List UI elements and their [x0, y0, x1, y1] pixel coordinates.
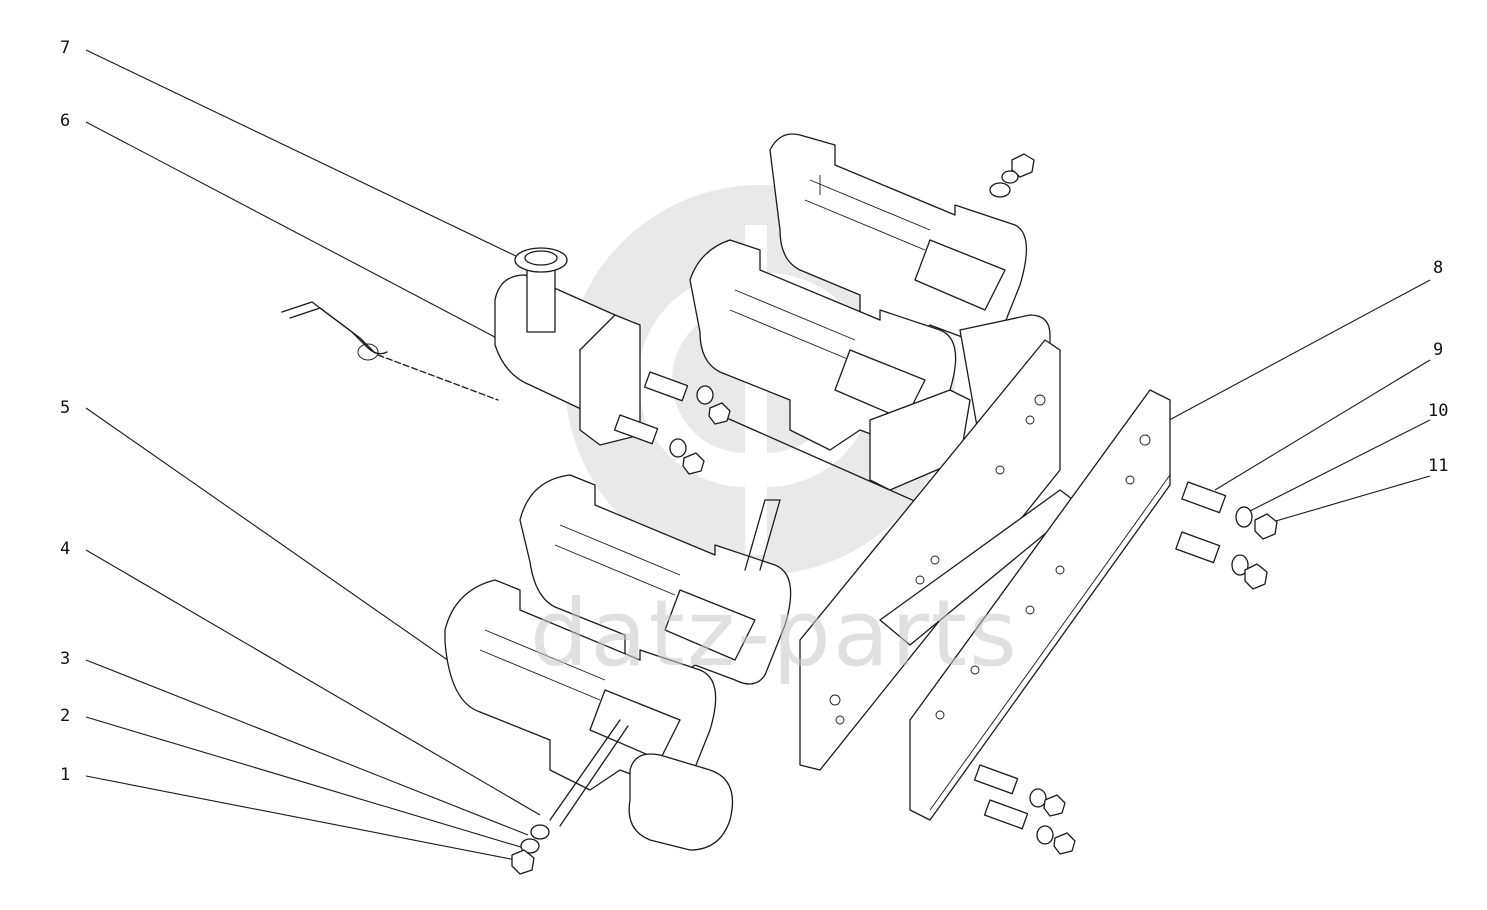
- lower-weight-front: [444, 579, 734, 851]
- leader-5: [85, 407, 506, 701]
- bottom-fasteners: [973, 764, 1076, 855]
- callout-3: 3: [60, 649, 71, 669]
- callout-1: 1: [60, 765, 71, 785]
- leader-11: [1261, 475, 1431, 526]
- leader-9: [1214, 359, 1431, 491]
- right-fasteners: [1175, 481, 1278, 590]
- upper-pin-rod: [719, 414, 936, 511]
- leader-3: [85, 659, 529, 836]
- leader-2: [85, 716, 525, 849]
- callout-11: 11: [1428, 456, 1449, 476]
- watermark-text: datz-parts: [530, 580, 1019, 687]
- leader-6: [85, 121, 511, 346]
- hitch-block: [494, 247, 641, 446]
- callout-6: 6: [60, 111, 71, 131]
- leader-10: [1241, 419, 1431, 516]
- lower-weight-back: [519, 474, 792, 686]
- upper-weight-back: [769, 133, 1028, 346]
- lower-pin-rod: [549, 719, 621, 821]
- rear-mounting-plate: [909, 389, 1171, 821]
- lynch-pin-chain: [281, 301, 499, 401]
- callout-5: 5: [60, 398, 71, 418]
- leader-7: [85, 49, 521, 259]
- callout-10: 10: [1428, 401, 1449, 421]
- lower-rod-fasteners: [511, 824, 550, 875]
- callout-2: 2: [60, 706, 71, 726]
- callout-4: 4: [60, 539, 71, 559]
- upper-weight-front: [689, 239, 957, 451]
- callout-7: 7: [60, 38, 71, 58]
- leader-8: [1159, 279, 1431, 426]
- leader-1: [85, 775, 517, 861]
- leader-lines: [85, 49, 1431, 861]
- callout-8: 8: [1433, 258, 1444, 278]
- leader-4: [85, 549, 541, 816]
- hitch-bolts: [613, 371, 731, 475]
- main-frame-plate: [799, 339, 1081, 771]
- top-fasteners: [989, 153, 1035, 198]
- callout-9: 9: [1433, 340, 1444, 360]
